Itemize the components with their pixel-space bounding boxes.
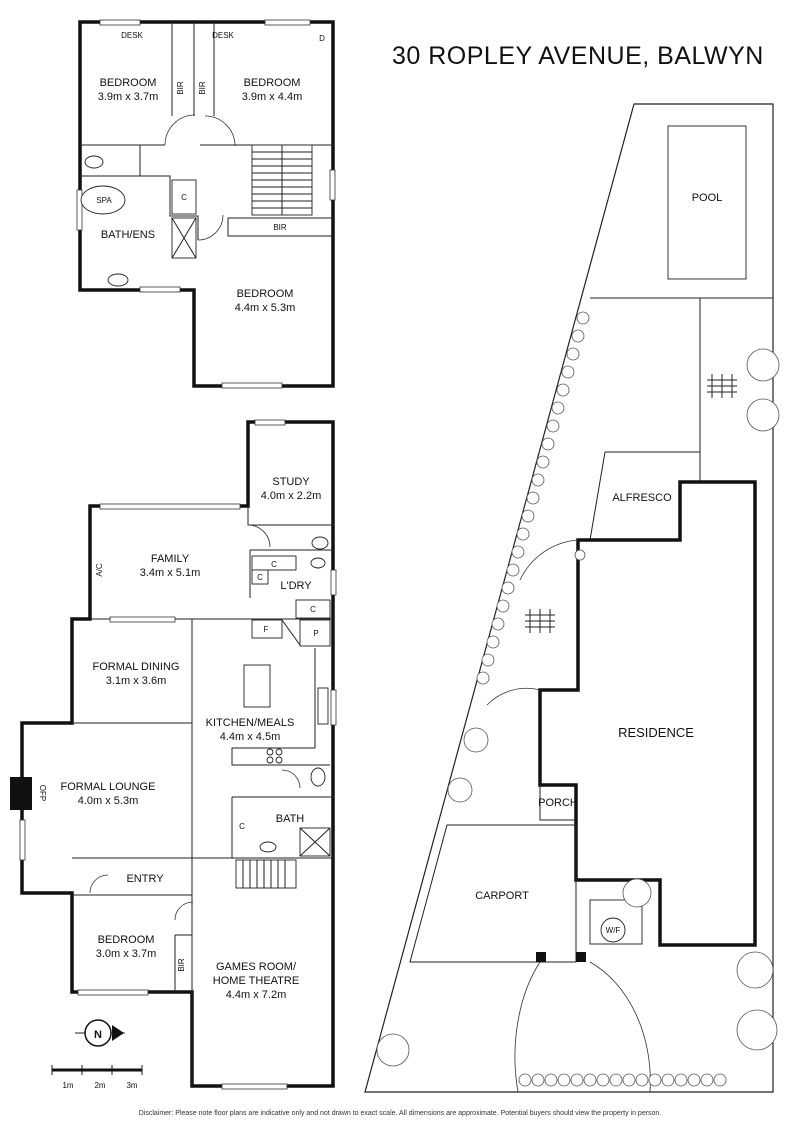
d-label: D <box>319 34 325 43</box>
basin-icon <box>107 273 129 287</box>
games-name-2: HOME THEATRE <box>213 975 299 987</box>
kitchen-name: KITCHEN/MEALS <box>206 717 295 729</box>
upper-floor: DESK DESK D BEDROOM 3.9m x 3.7m BEDROOM … <box>76 19 336 389</box>
formal-lounge-size: 4.0m x 5.3m <box>78 795 139 807</box>
alfresco-label: ALFRESCO <box>612 492 672 504</box>
hedge <box>376 311 780 1067</box>
laundry-label: L'DRY <box>280 580 312 592</box>
bedroom-right-size: 3.9m x 4.4m <box>242 91 303 103</box>
compass-icon <box>84 1019 112 1047</box>
brick-icon <box>525 374 737 633</box>
bath-label: BATH <box>276 813 305 825</box>
c2-label: C <box>257 573 263 582</box>
bath-basin-icon <box>259 841 277 853</box>
bath-ens-label: BATH/ENS <box>101 229 155 241</box>
cooktop-icon <box>266 748 283 764</box>
c4-label: C <box>239 822 245 831</box>
bedroom-left-size: 3.9m x 3.7m <box>98 91 159 103</box>
study-size: 4.0m x 2.2m <box>261 490 322 502</box>
c-upper-label: C <box>181 193 187 202</box>
kitchen-island <box>243 664 271 708</box>
upper-floor-outline <box>78 20 335 388</box>
family-size: 3.4m x 5.1m <box>140 567 201 579</box>
ac-label: A/C <box>95 563 104 577</box>
bedroom-ground-name: BEDROOM <box>98 934 155 946</box>
study-name: STUDY <box>272 476 310 488</box>
residence-label: RESIDENCE <box>618 725 694 740</box>
scale-3m: 3m <box>126 1081 137 1090</box>
bedroom-right-name: BEDROOM <box>244 77 301 89</box>
bedroom-main-size: 4.4m x 5.3m <box>235 302 296 314</box>
sink-icon <box>317 687 329 725</box>
scale-1m: 1m <box>62 1081 73 1090</box>
bir-ground-label: BIR <box>177 958 186 972</box>
porch <box>539 785 576 821</box>
fireplace-icon <box>10 777 32 810</box>
carport-label: CARPORT <box>475 890 529 902</box>
water-feature-icon <box>600 917 626 943</box>
p-label: P <box>313 629 318 638</box>
bedroom-main-name: BEDROOM <box>237 288 294 300</box>
entry-label: ENTRY <box>126 873 164 885</box>
games-name-1: GAMES ROOM/ <box>216 961 297 973</box>
pool-label: POOL <box>692 192 723 204</box>
formal-dining-name: FORMAL DINING <box>93 661 180 673</box>
porch-label: PORCH <box>538 797 578 809</box>
compass-n-label: N <box>94 1029 102 1041</box>
scale-bar: 1m 2m 3m <box>51 1065 143 1090</box>
bedroom-ground-size: 3.0m x 3.7m <box>96 948 157 960</box>
desk-left-label: DESK <box>121 31 143 40</box>
family-name: FAMILY <box>151 553 190 565</box>
disclaimer: Disclaimer: Please note floor plans are … <box>139 1110 662 1117</box>
scale-2m: 2m <box>94 1081 105 1090</box>
spa-label: SPA <box>96 196 112 205</box>
formal-dining-size: 3.1m x 3.6m <box>106 675 167 687</box>
ofp-label: OFP <box>38 785 47 801</box>
spa-icon <box>80 185 126 215</box>
study-toilet-icon <box>311 536 329 550</box>
kitchen-size: 4.4m x 4.5m <box>220 731 281 743</box>
wf-label: W/F <box>606 926 621 935</box>
bir-1-label: BIR <box>176 81 185 95</box>
compass: N <box>75 1019 125 1047</box>
upper-stairs <box>251 144 313 216</box>
games-size: 4.4m x 7.2m <box>226 989 287 1001</box>
bedroom-left-name: BEDROOM <box>100 77 157 89</box>
bir-2-label: BIR <box>198 81 207 95</box>
ground-toilet-icon <box>310 767 326 787</box>
site-plan: POOL ALFRESCO RESIDENCE PORCH CARPORT W/… <box>364 103 780 1093</box>
toilet-icon <box>84 155 104 169</box>
ground-stairs <box>235 859 297 889</box>
formal-lounge-name: FORMAL LOUNGE <box>61 781 156 793</box>
laundry-tub-icon <box>310 557 326 569</box>
property-title: 30 ROPLEY AVENUE, BALWYN <box>392 42 764 70</box>
f-label: F <box>264 625 269 634</box>
site-boundary <box>364 103 774 1093</box>
bir-3-label: BIR <box>273 223 287 232</box>
ground-floor: STUDY 4.0m x 2.2m FAMILY 3.4m x 5.1m A/C… <box>10 419 337 1090</box>
c1-label: C <box>271 560 277 569</box>
residence-outline <box>538 480 757 947</box>
pool <box>667 125 747 280</box>
hedge-row-bottom <box>518 1073 727 1087</box>
desk-right-label: DESK <box>212 31 234 40</box>
c3-label: C <box>310 605 316 614</box>
